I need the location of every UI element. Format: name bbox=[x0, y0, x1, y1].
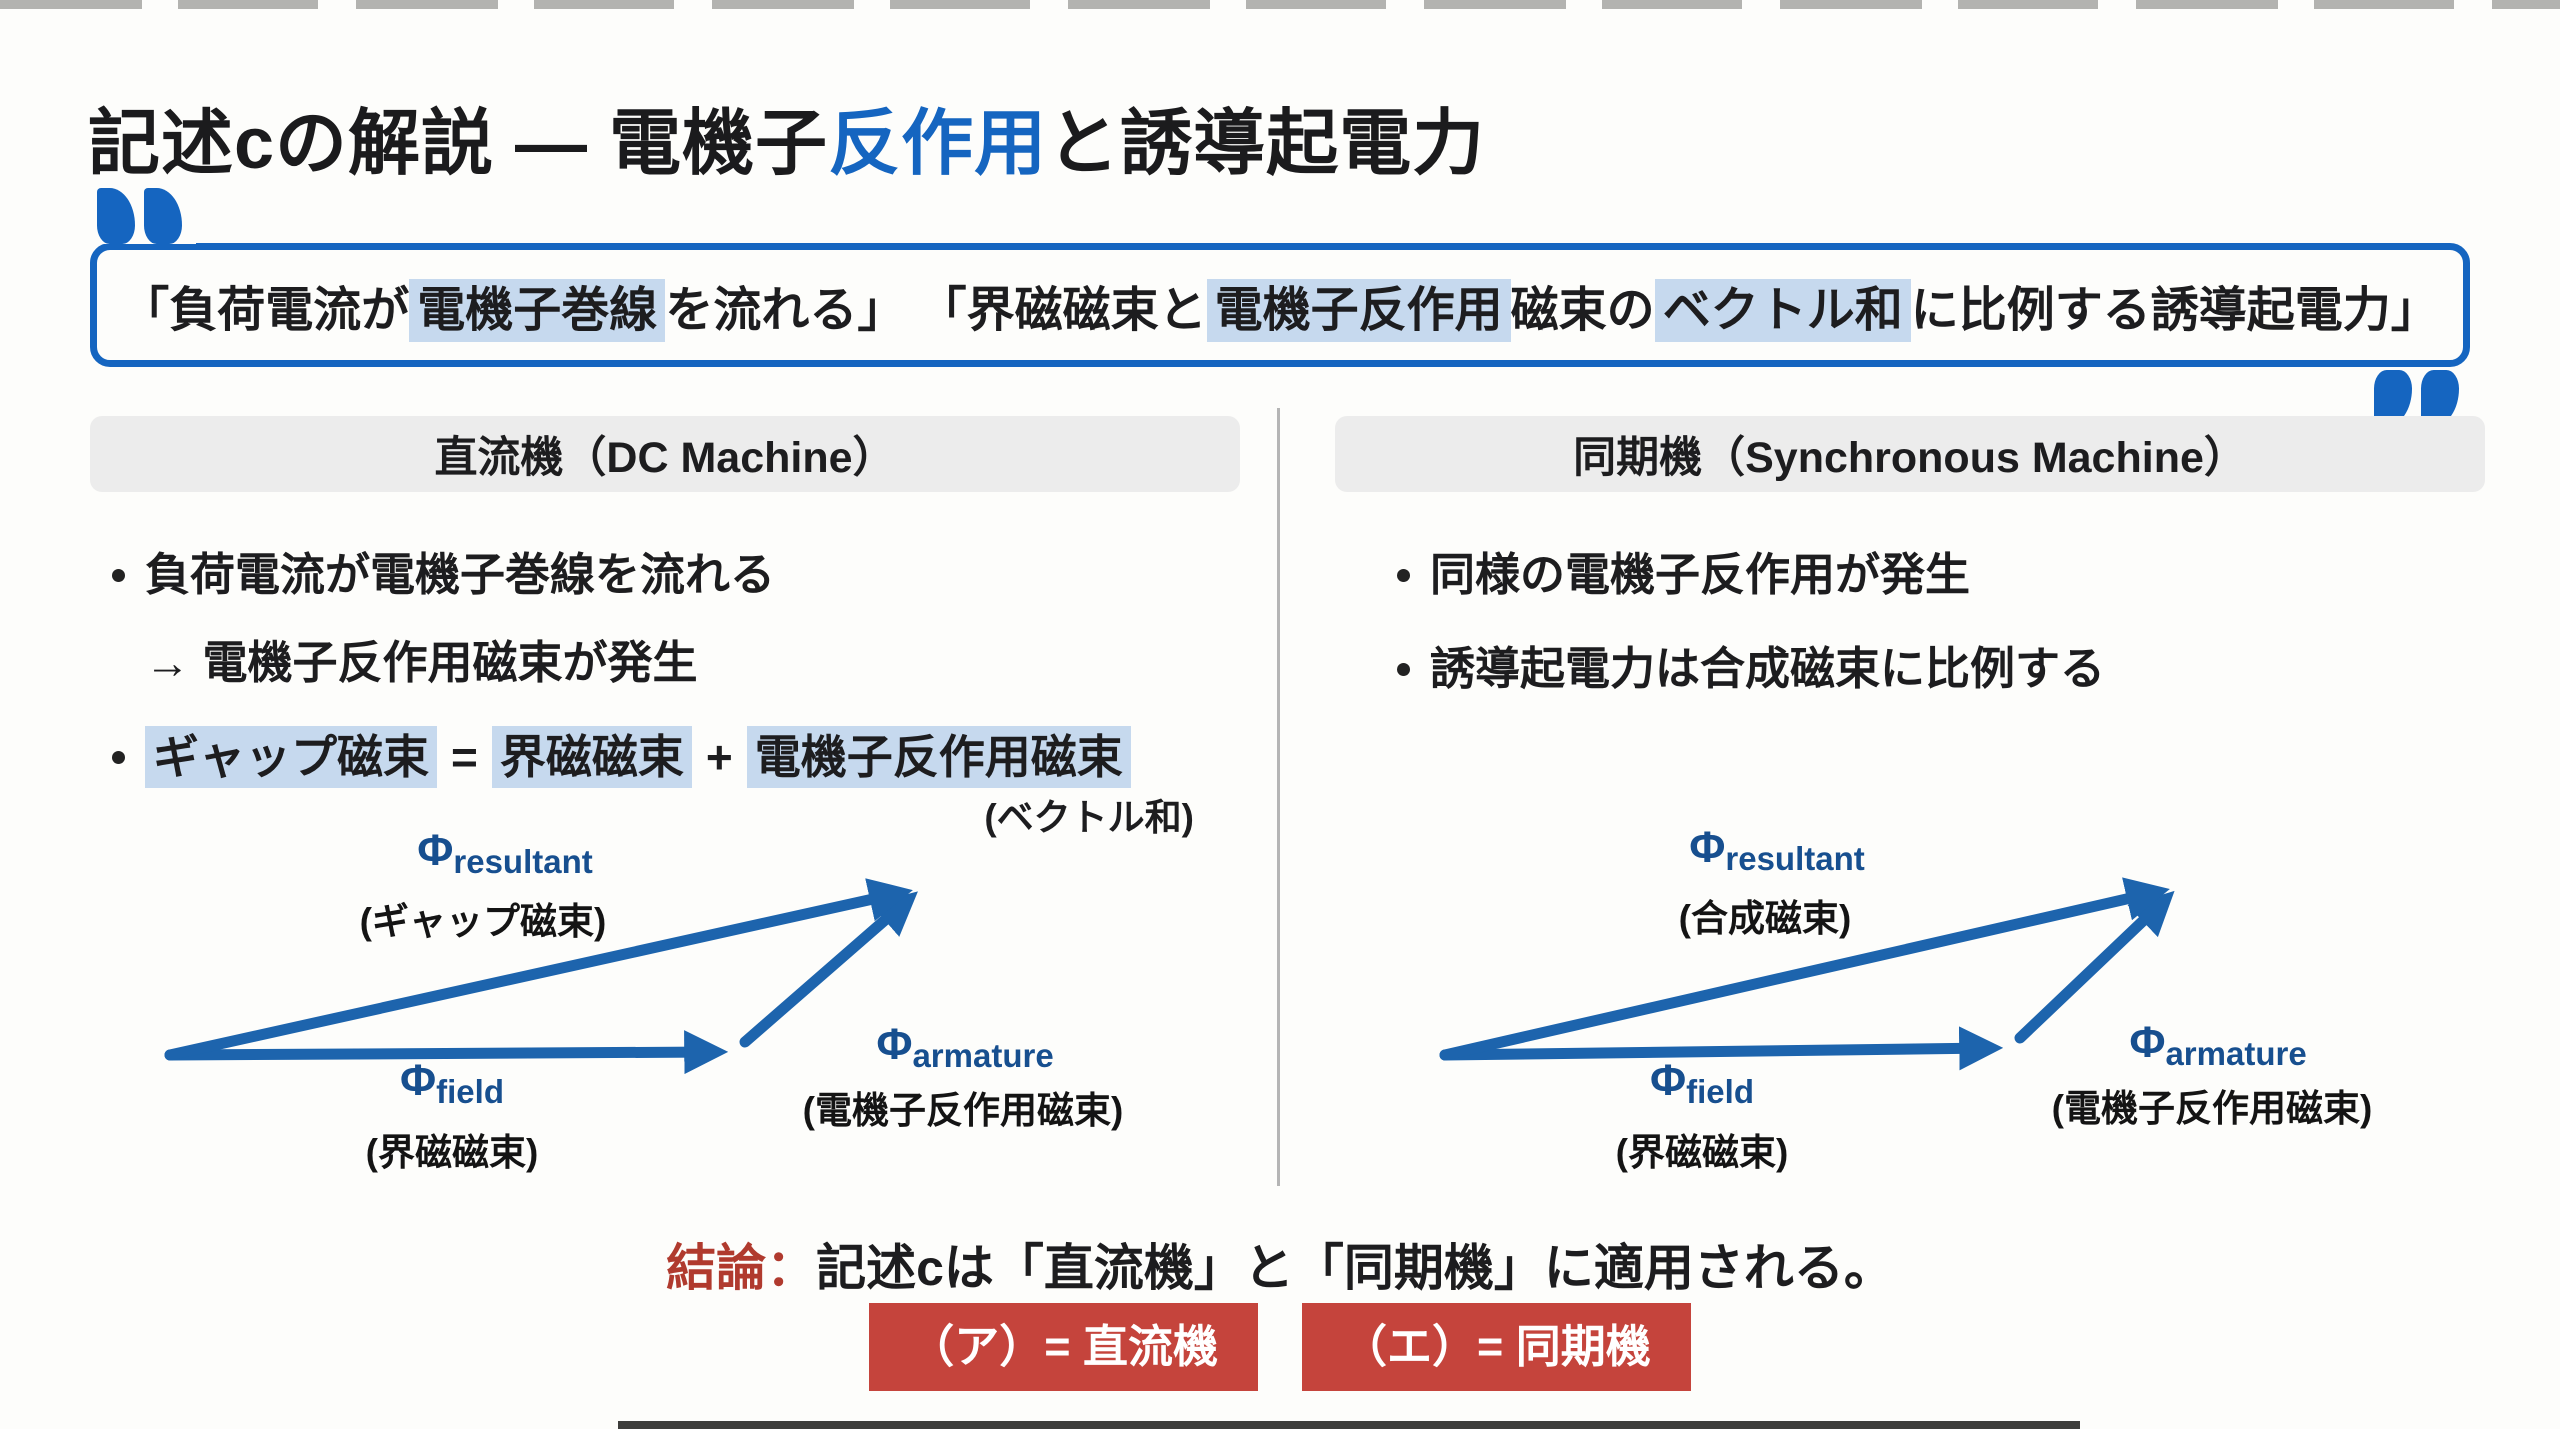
armature-flux-vector bbox=[739, 891, 918, 1048]
field-flux-vector bbox=[164, 1030, 729, 1075]
title-part1: 記述cの解説 — 電機子 bbox=[88, 104, 829, 184]
bullet-dot bbox=[1397, 663, 1410, 676]
phi-resultant-label: Φresultant bbox=[1689, 823, 1865, 878]
phi-armature-label: Φarmature bbox=[2129, 1018, 2306, 1073]
formula-term-gap-flux: ギャップ磁束 bbox=[145, 726, 437, 788]
bullet-dot bbox=[112, 569, 125, 582]
conclusion-label: 結論： bbox=[666, 1240, 817, 1296]
title-part2: と誘導起電力 bbox=[1047, 104, 1486, 184]
dc-machine-header: 直流機（DC Machine） bbox=[90, 416, 1240, 492]
bullet-line: 負荷電流が電機子巻線を流れる bbox=[145, 549, 776, 600]
title-highlight: 反作用 bbox=[828, 104, 1048, 184]
field-flux-name: (界磁磁束) bbox=[1615, 1132, 1789, 1173]
quote-mark-shape bbox=[97, 188, 135, 244]
formula-term-armature-flux: 電機子反作用磁束 bbox=[746, 726, 1131, 788]
quote-segment: に比例する誘導起電力」 bbox=[1910, 284, 2439, 337]
column-divider bbox=[1277, 408, 1280, 1186]
phi-subscript: field bbox=[1686, 1073, 1754, 1110]
quote-mark-shape bbox=[144, 188, 182, 244]
bullet-dot bbox=[1397, 569, 1410, 582]
synchronous-machine-bullets: 同様の電機子反作用が発生 誘導起電力は合成磁束に比例する bbox=[1397, 531, 2497, 713]
phi-symbol: Φ bbox=[2129, 1018, 2166, 1067]
phi-subscript: resultant bbox=[453, 843, 593, 880]
bullet-text: 誘導起電力は合成磁束に比例する bbox=[1430, 643, 2106, 694]
bullet-dot bbox=[112, 751, 125, 764]
open-quote-icon bbox=[83, 188, 196, 244]
phi-subscript: resultant bbox=[1725, 840, 1865, 877]
phi-resultant-label: Φresultant bbox=[417, 826, 593, 881]
flux-formula: ギャップ磁束 =界磁磁束+電機子反作用磁束 bbox=[145, 713, 1131, 801]
phi-subscript: field bbox=[436, 1073, 504, 1110]
armature-flux-vector bbox=[2014, 890, 2175, 1044]
phi-symbol: Φ bbox=[1689, 823, 1726, 872]
vector-sum-note: (ベクトル和) bbox=[984, 797, 1194, 838]
list-item-formula: ギャップ磁束 =界磁磁束+電機子反作用磁束 bbox=[112, 713, 1242, 801]
bullet-line: → 電機子反作用磁束が発生 bbox=[145, 637, 698, 688]
list-item: 誘導起電力は合成磁束に比例する bbox=[1397, 625, 2497, 713]
quote-segment: 磁束の bbox=[1510, 284, 1655, 337]
quote-segment: を流れる」 「界磁磁束と bbox=[665, 284, 1207, 337]
field-flux-vector bbox=[1439, 1026, 2004, 1071]
bottom-crop-artifact bbox=[618, 1421, 2080, 1429]
phi-symbol: Φ bbox=[876, 1020, 913, 1069]
quote-text: 「負荷電流が電機子巻線を流れる」 「界磁磁束と電機子反作用磁束のベクトル和に比例… bbox=[121, 270, 2439, 342]
resultant-flux-vector bbox=[1439, 877, 2170, 1061]
formula-operator: = bbox=[451, 731, 478, 783]
phi-field-label: Φfield bbox=[1650, 1056, 1754, 1111]
formula-term-field-flux: 界磁磁束 bbox=[491, 726, 692, 788]
dc-vector-diagram bbox=[164, 878, 918, 1075]
phi-subscript: armature bbox=[912, 1037, 1054, 1074]
badge-e-sync-machine: （エ）= 同期機 bbox=[1302, 1303, 1691, 1391]
armature-flux-name: (電機子反作用磁束) bbox=[2051, 1088, 2373, 1129]
sync-vector-diagram bbox=[1439, 877, 2175, 1071]
phi-symbol: Φ bbox=[1650, 1056, 1687, 1105]
top-crop-artifact bbox=[0, 0, 2560, 9]
list-item: 負荷電流が電機子巻線を流れる → 電機子反作用磁束が発生 bbox=[112, 531, 1242, 707]
quote-segment-highlighted: 電機子巻線 bbox=[409, 279, 666, 342]
conclusion-text: 記述cは「直流機」と「同期機」に適用される。 bbox=[816, 1240, 1894, 1296]
synchronous-machine-header: 同期機（Synchronous Machine） bbox=[1335, 416, 2485, 492]
dc-machine-bullets: 負荷電流が電機子巻線を流れる → 電機子反作用磁束が発生 ギャップ磁束 =界磁磁束… bbox=[112, 531, 1242, 841]
bullet-text: 同様の電機子反作用が発生 bbox=[1430, 549, 1971, 600]
armature-flux-name: (電機子反作用磁束) bbox=[802, 1090, 1124, 1131]
resultant-flux-vector bbox=[164, 878, 913, 1061]
quote-segment: 「負荷電流が bbox=[121, 284, 410, 337]
phi-symbol: Φ bbox=[400, 1056, 437, 1105]
conclusion-line: 結論：記述cは「直流機」と「同期機」に適用される。 bbox=[0, 1228, 2560, 1300]
quote-box: 「負荷電流が電機子巻線を流れる」 「界磁磁束と電機子反作用磁束のベクトル和に比例… bbox=[83, 188, 2473, 426]
answer-badges: （ア）= 直流機 （エ）= 同期機 bbox=[0, 1303, 2560, 1391]
quote-segment-highlighted: ベクトル和 bbox=[1654, 279, 1911, 342]
phi-symbol: Φ bbox=[417, 826, 454, 875]
quote-segment-highlighted: 電機子反作用 bbox=[1206, 279, 1511, 342]
resultant-flux-name: (合成磁束) bbox=[1678, 898, 1852, 939]
list-item: 同様の電機子反作用が発生 bbox=[1397, 531, 2497, 619]
field-flux-name: (界磁磁束) bbox=[365, 1132, 539, 1173]
phi-subscript: armature bbox=[2165, 1035, 2307, 1072]
resultant-flux-name: (ギャップ磁束) bbox=[359, 901, 607, 942]
bullet-text: 負荷電流が電機子巻線を流れる → 電機子反作用磁束が発生 bbox=[145, 531, 775, 707]
phi-field-label: Φfield bbox=[400, 1056, 504, 1111]
phi-armature-label: Φarmature bbox=[876, 1020, 1053, 1075]
badge-a-dc-machine: （ア）= 直流機 bbox=[869, 1303, 1258, 1391]
formula-operator: + bbox=[705, 731, 733, 783]
page-title: 記述cの解説 — 電機子反作用と誘導起電力 bbox=[88, 84, 1485, 189]
